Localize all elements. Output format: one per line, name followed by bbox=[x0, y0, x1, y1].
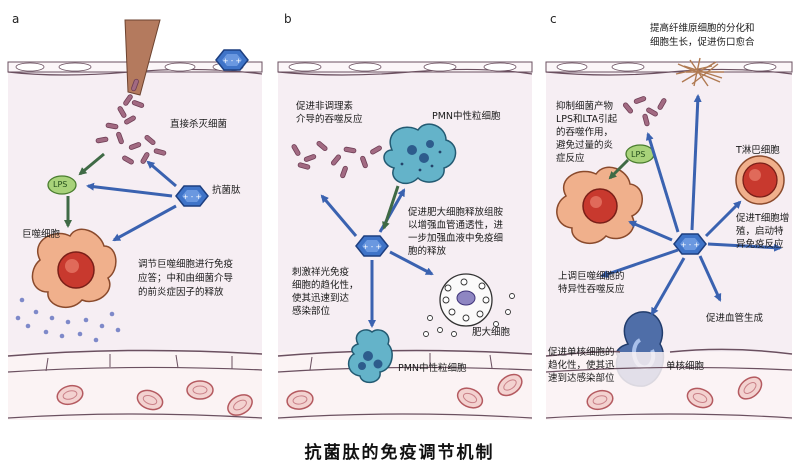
panel-a-direct-kill-label: 直接杀灭细菌 bbox=[170, 119, 228, 130]
panel-b-chemotaxis-line-1: 刺激祥光免疫 bbox=[292, 267, 350, 278]
panel-c-monocyte-chemo-line-1: 促进单核细胞的 bbox=[548, 347, 615, 358]
panel-a-arrow-macrophage bbox=[112, 204, 177, 242]
panel-b-chemotaxis-line-3: 使其迅速到达 bbox=[292, 293, 350, 304]
panel-b-mast-release-line-2: 以增强血管通透性，进 bbox=[408, 220, 504, 231]
panel-a-secretion-dots bbox=[15, 297, 121, 343]
panel-a-blood-vessel bbox=[7, 349, 263, 421]
panel-c-monocyte-chemo-line-2: 趋化性，使其迅 bbox=[548, 360, 615, 371]
panel-c-t-activate-line-1: 促进T细胞增 bbox=[736, 213, 790, 224]
panel-c-arrow-angio bbox=[698, 255, 722, 302]
panel-a-regulate-line-1: 调节巨噬细胞进行免疫 bbox=[138, 259, 234, 270]
panel-c-arrow-bacteria bbox=[645, 132, 680, 233]
panel-c-lps-label: LPS bbox=[631, 150, 646, 159]
panel-c-inhibit-line-1: 抑制细菌产物 bbox=[556, 101, 614, 112]
panel-b-mast-release-line-1: 促进肥大细胞释放组胺 bbox=[408, 207, 504, 218]
figure-caption: 抗菌肽的免疫调节机制 bbox=[304, 443, 495, 463]
panel-b-nonreg-line-2: 介导的吞噬反应 bbox=[296, 114, 363, 125]
panel-c-arrow-lower bbox=[600, 248, 679, 278]
panel-c-amp-hexagon-icon bbox=[673, 233, 707, 255]
panel-a-arrow-bact-lps bbox=[78, 152, 105, 176]
panel-b-mast-release-line-3: 一步加强血液中免疫细 bbox=[408, 233, 504, 244]
panel-c-inhibit-line-2: LPS和LTA引起 bbox=[556, 114, 618, 125]
panel-a-regulate-line-3: 的前炎症因子的释放 bbox=[138, 287, 224, 298]
panel-c-upregulate-line-1: 上调巨噬细胞的 bbox=[558, 271, 625, 282]
panel-c-fibroblast-line-2: 细胞生长，促进伤口愈合 bbox=[650, 37, 755, 48]
panel-b-chemotaxis-line-4: 感染部位 bbox=[292, 306, 331, 317]
panel-b-chemotaxis-line-2: 细胞的趋化性， bbox=[292, 280, 359, 291]
panel-c-inhibit-line-3: 的吞噬作用， bbox=[556, 127, 614, 138]
panel-c-t-cell-label: T淋巴细胞 bbox=[736, 145, 780, 156]
panel-a-regulate-line-2: 应答；中和由细菌介导 bbox=[138, 273, 234, 284]
panel-a bbox=[7, 19, 263, 421]
panel-b-pmn-bottom-label: PMN中性粒细胞 bbox=[398, 363, 467, 374]
panel-c-arrow-lps-mac bbox=[608, 158, 630, 180]
panel-b-pmn-top-label: PMN中性粒细胞 bbox=[432, 111, 501, 122]
panel-c bbox=[545, 57, 793, 420]
panel-a-macrophage-label: 巨噬细胞 bbox=[22, 229, 61, 240]
panel-a-letter: a bbox=[12, 12, 20, 26]
panel-a-arrow-lps bbox=[86, 182, 173, 198]
wound-thorn-icon bbox=[124, 19, 161, 96]
panel-c-inhibit-line-5: 症反应 bbox=[556, 153, 585, 164]
panel-a-macrophage-cell bbox=[31, 228, 117, 309]
panel-a-lps-label: LPS bbox=[53, 180, 68, 189]
panel-b-letter: b bbox=[284, 12, 292, 26]
panel-b-arrow-green bbox=[382, 185, 400, 230]
panel-b-pmn-bottom-cell bbox=[347, 329, 393, 384]
panel-a-lps-blob bbox=[47, 175, 77, 195]
panel-c-arrow-fibroblast bbox=[690, 94, 702, 231]
panel-c-arrow-right bbox=[707, 242, 782, 252]
panel-a-amp-label: 抗菌肽 bbox=[212, 185, 241, 196]
panel-c-fibroblast-line-1: 提高纤维原细胞的分化和 bbox=[650, 23, 755, 34]
panel-c-macrophage-cell bbox=[556, 166, 643, 245]
panel-c-upregulate-line-2: 特异性吞噬反应 bbox=[558, 284, 625, 295]
panel-a-amp-hexagon-icon bbox=[175, 185, 209, 207]
panel-c-arrow-t-cell bbox=[704, 200, 742, 238]
panel-b bbox=[277, 61, 533, 420]
panel-c-angiogenesis-label: 促进血管生成 bbox=[706, 313, 764, 324]
panel-c-monocyte-chemo-line-3: 速到达感染部位 bbox=[548, 373, 615, 384]
panel-c-t-activate-line-2: 殖，启动特 bbox=[736, 226, 784, 237]
panel-b-arrow-bacteria bbox=[320, 194, 358, 237]
panel-c-t-activate-line-3: 异免疫反应 bbox=[736, 239, 784, 250]
panel-c-monocyte-label: 单核细胞 bbox=[666, 361, 705, 372]
panel-a-amp-top-icon bbox=[215, 49, 249, 71]
panel-b-top-epithelium bbox=[277, 61, 533, 76]
panel-c-inhibit-line-4: 避免过量的炎 bbox=[556, 140, 614, 151]
panel-c-letter: c bbox=[550, 12, 557, 26]
panel-c-arrow-macrophage bbox=[628, 220, 673, 242]
panel-b-pmn-top-cell bbox=[383, 123, 457, 185]
panel-b-arrow-mast bbox=[389, 250, 434, 276]
panel-a-arrow-kill bbox=[146, 160, 177, 188]
panel-c-t-cell bbox=[735, 155, 785, 205]
figure-canvas: + - + bbox=[7, 19, 793, 421]
panel-c-top-epithelium bbox=[545, 61, 793, 76]
panel-b-mast-cell bbox=[423, 273, 515, 337]
panel-b-amp-hexagon-icon bbox=[355, 235, 389, 257]
panel-b-blood-vessel bbox=[277, 349, 533, 420]
panel-b-mast-release-line-4: 胞的释放 bbox=[408, 246, 447, 257]
panel-b-nonreg-line-1: 促进非调理素 bbox=[296, 101, 354, 112]
panel-c-fibroblast-network bbox=[675, 57, 724, 87]
panel-c-blood-vessel bbox=[545, 348, 793, 420]
panel-b-mast-cell-label: 肥大细胞 bbox=[472, 327, 511, 338]
panel-c-arrow-monocyte bbox=[650, 257, 686, 316]
